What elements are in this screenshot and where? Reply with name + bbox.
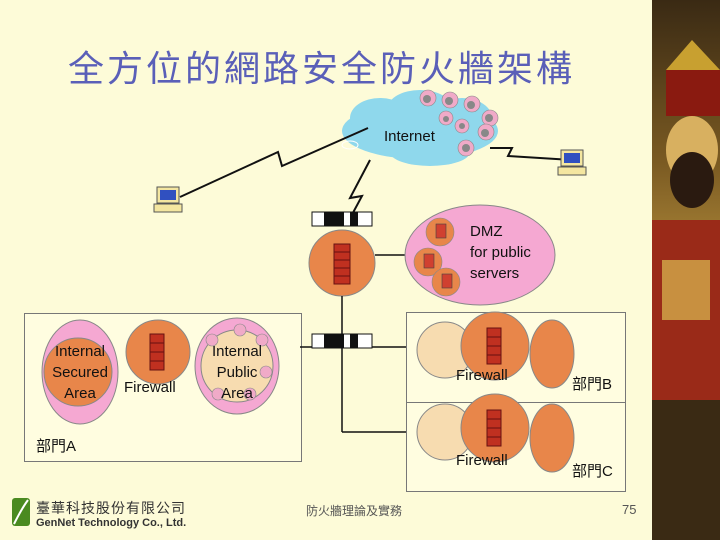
dept-a-firewall-label: Firewall (124, 379, 176, 396)
company-logo-icon (12, 498, 30, 526)
dept-c-firewall-label: Firewall (456, 452, 508, 469)
dept-b-firewall-label: Firewall (456, 367, 508, 384)
secured-line-1: Internal (54, 343, 106, 360)
internal-secured-area-label: Internal Secured Area (44, 341, 116, 404)
server-icon (423, 223, 453, 289)
firewall-icon-main (333, 243, 351, 285)
footer-subject: 防火牆理論及實務 (306, 504, 403, 518)
dmz-label: DMZ for public servers (470, 221, 531, 284)
firewall-icon-dept-b (486, 327, 502, 365)
footer-company-en: GenNet Technology Co., Ltd. (36, 517, 187, 529)
internet-label: Internet (384, 128, 435, 145)
internal-public-area-label: Internal Public Area (202, 341, 272, 404)
dmz-line-1: DMZ (470, 223, 503, 240)
public-line-3: Area (221, 385, 253, 402)
secured-line-3: Area (64, 385, 96, 402)
dmz-line-2: for public (470, 244, 531, 261)
firewall-icon-dept-a (149, 333, 165, 371)
dmz-line-3: servers (470, 265, 520, 282)
footer-company-zh: 臺華科技股份有限公司 (36, 501, 186, 517)
slide-title: 全方位的網路安全防火牆架構 (68, 49, 576, 90)
firewall-icon-dept-c (486, 409, 502, 447)
router-icon-bottom (311, 333, 373, 349)
public-line-2: Public (216, 364, 258, 381)
wan-link-left (179, 127, 369, 198)
wan-link-right (490, 147, 573, 161)
cloud-icon (341, 89, 499, 166)
workstation-icon-right (557, 149, 587, 176)
workstation-icon-left (153, 186, 183, 213)
dept-a-label: 部門A (36, 438, 77, 455)
dept-b-label: 部門B (572, 376, 613, 393)
page-number: 75 (622, 502, 637, 517)
dept-c-label: 部門C (572, 463, 613, 480)
public-line-1: Internal (211, 343, 263, 360)
router-icon-top (311, 211, 373, 227)
secured-line-2: Secured (52, 364, 108, 381)
general-portrait-image (652, 0, 720, 540)
wan-link-down (347, 159, 371, 223)
